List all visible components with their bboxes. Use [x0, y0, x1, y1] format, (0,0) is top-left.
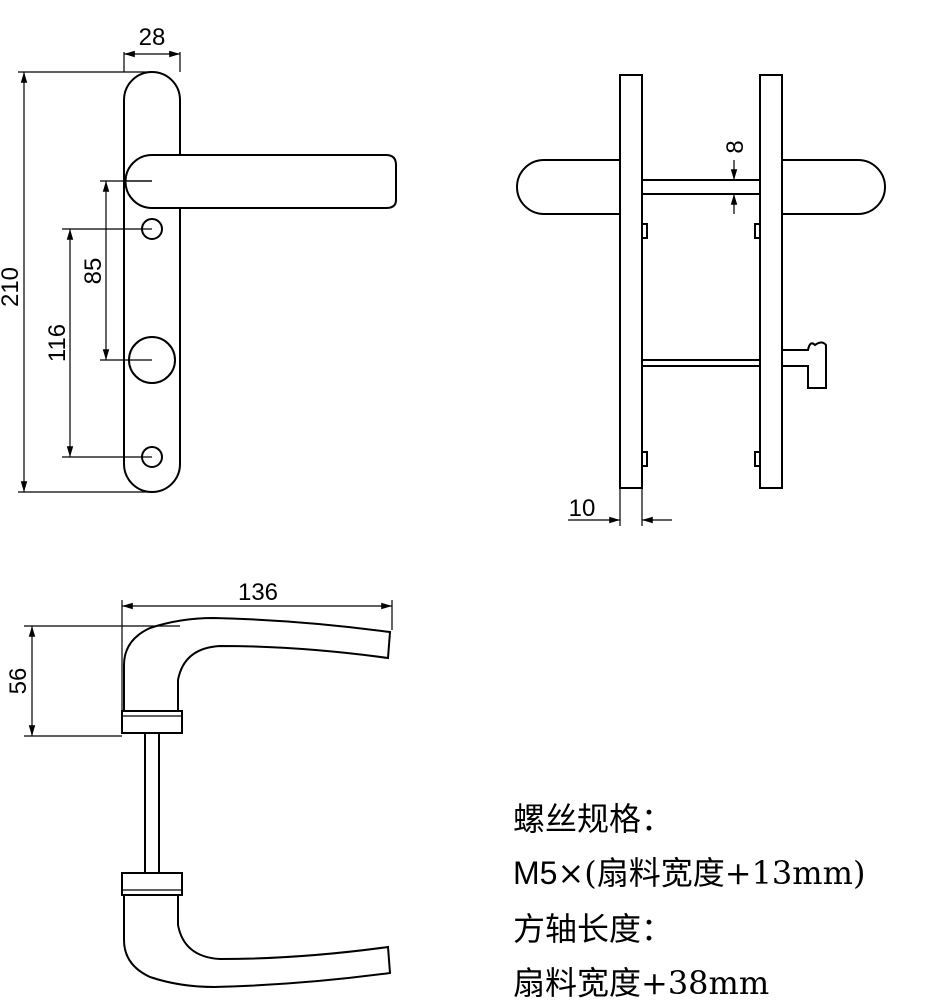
dim-plate-width: 28 — [139, 24, 166, 51]
square-spindle — [641, 179, 761, 195]
screw-spec-formula: ×(扇料宽度+13mm) — [557, 854, 865, 892]
lever-upper — [123, 616, 392, 712]
side-lever-left — [516, 159, 621, 215]
side-plate-right — [759, 74, 783, 489]
notes: 螺丝规格： M5×(扇料宽度+13mm) 方轴长度： 扇料宽度+38mm — [513, 800, 865, 1002]
dim-plate-height: 210 — [0, 267, 24, 307]
dim-spindle-size: 8 — [722, 140, 749, 153]
dim-hole-to-square: 85 — [80, 258, 107, 285]
rose-lower — [121, 872, 183, 896]
side-plate-left — [619, 74, 643, 489]
front-lever — [124, 154, 397, 209]
dim-plate-thickness: 10 — [569, 495, 596, 522]
front-view: 28 210 85 116 — [0, 24, 397, 493]
thumb-turn — [781, 341, 827, 389]
spindle-length-title: 方轴长度： — [513, 910, 673, 948]
back-plate — [123, 71, 181, 493]
spindle-length-value: 扇料宽度+38mm — [513, 964, 769, 1002]
lever-lower — [123, 894, 392, 989]
screw-spec-value: M5×(扇料宽度+13mm) — [513, 854, 865, 892]
side-lever-right — [781, 159, 886, 215]
screw-bolt — [641, 359, 761, 367]
through-spindle — [144, 732, 160, 874]
rose-upper — [121, 710, 183, 734]
side-view: 8 10 — [516, 74, 886, 526]
lever-top-view: 136 56 — [5, 579, 393, 989]
dim-lever-length: 136 — [238, 579, 278, 606]
screw-spec-prefix: M5 — [513, 855, 557, 891]
screw-spec-title: 螺丝规格： — [513, 800, 673, 838]
dim-lever-height: 56 — [5, 668, 32, 695]
dim-hole-to-bottom-hole: 116 — [44, 324, 71, 362]
